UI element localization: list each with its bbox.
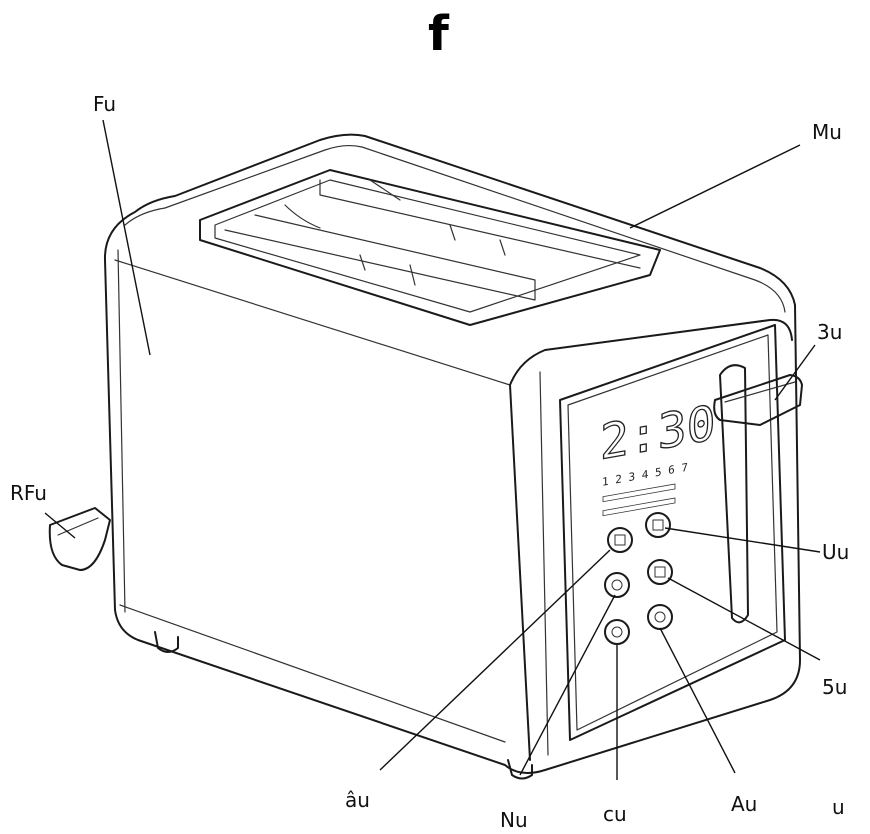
callout-top-right: Mu xyxy=(812,120,842,144)
button-2 xyxy=(645,512,671,538)
callout-right-2: Uu xyxy=(822,540,850,564)
callout-bottom-1: âu xyxy=(345,788,370,812)
figure-letter: f xyxy=(428,6,449,62)
button-5 xyxy=(604,619,630,645)
control-buttons xyxy=(604,512,673,645)
lever xyxy=(713,374,803,426)
control-panel xyxy=(559,324,786,741)
feet xyxy=(154,631,533,780)
callout-right-1: 3u xyxy=(817,320,843,344)
display-time: 2:30 xyxy=(600,395,716,471)
callout-bottom-4: Au xyxy=(731,792,758,816)
callout-bottom-3: cu xyxy=(603,802,627,826)
leader-lines xyxy=(44,119,821,780)
display: 2:30 1 2 3 4 5 6 7 xyxy=(599,395,716,517)
button-6 xyxy=(647,604,673,630)
button-3 xyxy=(604,572,630,598)
callout-bottom-2: Nu xyxy=(500,808,528,832)
callout-bottom-5: u xyxy=(832,795,845,819)
callout-top-left: Fu xyxy=(93,92,117,116)
crumb-tray xyxy=(48,507,111,571)
button-4 xyxy=(647,559,673,585)
toaster-body xyxy=(103,133,801,775)
callout-right-3: 5u xyxy=(822,675,848,699)
button-1 xyxy=(607,527,633,553)
callout-left: RFu xyxy=(10,481,47,505)
bread-slots xyxy=(199,169,661,326)
